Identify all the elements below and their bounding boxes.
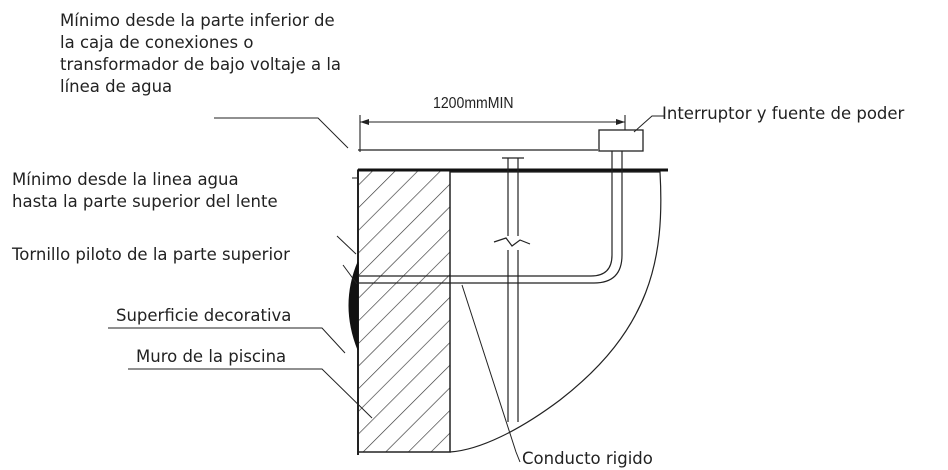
leader-pool-wall bbox=[128, 368, 373, 419]
leader-pilot-screw bbox=[342, 264, 358, 285]
rigid-conduit-outer bbox=[358, 151, 623, 284]
leader-rigid-conduit bbox=[461, 284, 521, 463]
power-box bbox=[598, 129, 644, 152]
leader-switch bbox=[633, 115, 664, 133]
label-min-lens: Mínimo desde la linea agua hasta la part… bbox=[12, 169, 278, 213]
label-min-junction-box-line-4: línea de agua bbox=[60, 77, 173, 96]
label-rigid-conduit: Conducto rigido bbox=[522, 449, 653, 468]
pool-wall bbox=[357, 169, 451, 453]
label-min-junction-box: Mínimo desde la parte inferior de la caj… bbox=[60, 10, 341, 98]
leader-decorative-surface bbox=[108, 327, 346, 354]
label-min-lens-line-1: Mínimo desde la linea agua bbox=[12, 170, 239, 189]
dimension-arrow-left bbox=[360, 119, 369, 125]
label-min-junction-box-line-2: la caja de conexiones o bbox=[60, 33, 254, 52]
label-switch-power: Interruptor y fuente de poder bbox=[662, 104, 905, 123]
rigid-conduit-inner bbox=[358, 151, 613, 277]
light-lens bbox=[348, 261, 359, 351]
dimension-arrow-right bbox=[616, 119, 625, 125]
label-decorative-surface: Superficie decorativa bbox=[116, 306, 292, 325]
ground-outline bbox=[449, 171, 662, 453]
leader-lens bbox=[336, 235, 357, 255]
label-min-junction-box-line-1: Mínimo desde la parte inferior de bbox=[60, 11, 335, 30]
label-min-junction-box-line-3: transformador de bajo voltaje a la bbox=[60, 55, 342, 74]
dimension-label: 1200mmMIN bbox=[433, 95, 514, 112]
label-min-lens-line-2: hasta la parte superior del lente bbox=[12, 192, 278, 211]
rod-break-gap bbox=[505, 236, 521, 250]
label-pool-wall: Muro de la piscina bbox=[136, 347, 287, 366]
leader-junction-box bbox=[214, 117, 349, 149]
rod-break-mark bbox=[493, 237, 531, 247]
label-pilot-screw: Tornillo piloto de la parte superior bbox=[12, 245, 290, 264]
